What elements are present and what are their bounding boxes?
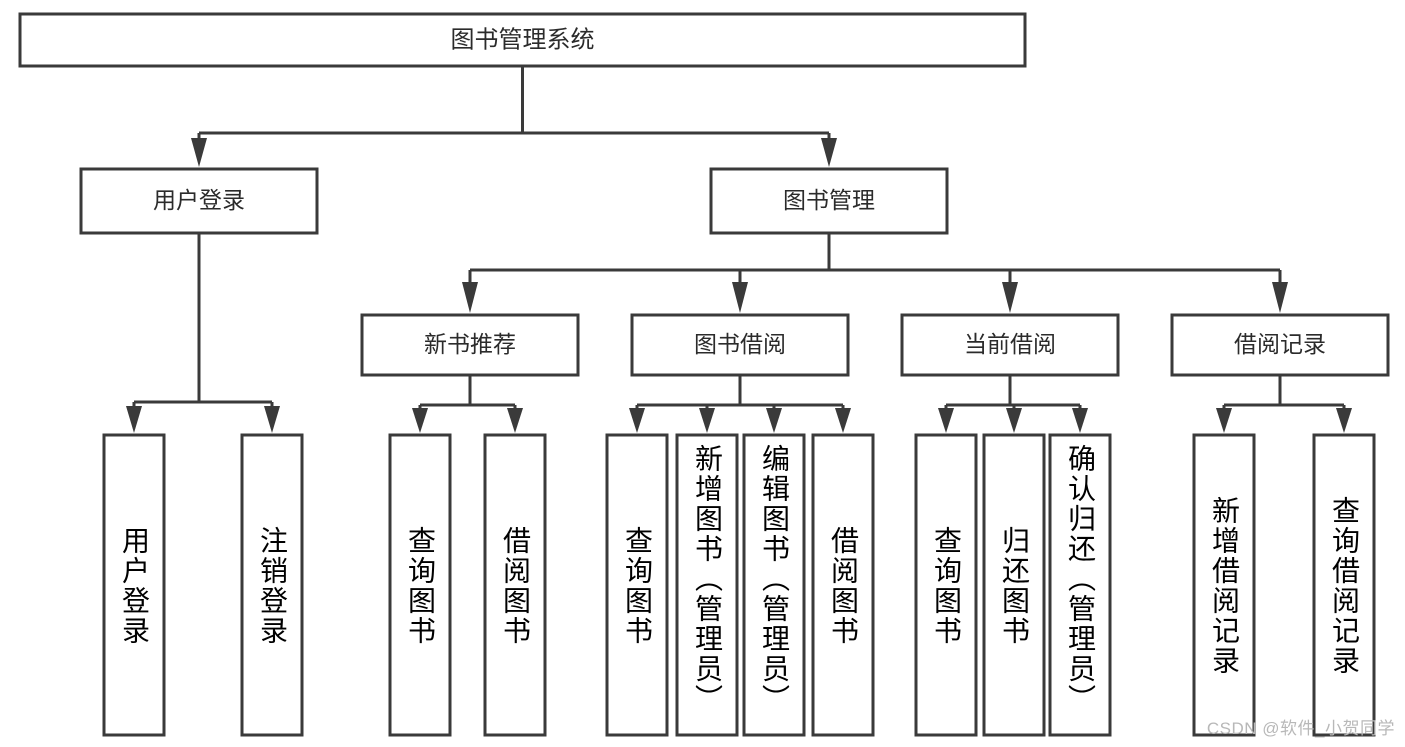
- leaf-add-book-label: 新增图书（管理员）: [692, 444, 723, 714]
- leaf-node-query-book-rec[interactable]: 查询图书: [388, 433, 452, 737]
- leaf-user-logout-box[interactable]: [240, 433, 304, 737]
- leaf-node-confirm-return[interactable]: 确认归还（管理员）: [1048, 433, 1112, 737]
- node-root-box[interactable]: [18, 12, 1027, 68]
- connector-group-book-manage: [462, 233, 1288, 313]
- leaf-return-book-box[interactable]: [982, 433, 1046, 737]
- leaf-query-book-cur-box[interactable]: [914, 433, 978, 737]
- node-user-login[interactable]: 用户登录: [79, 167, 319, 235]
- arrow-head-current-borrow: [1002, 282, 1018, 313]
- leaf-node-user-login[interactable]: 用户登录: [102, 433, 166, 737]
- arrow-head-leaf-user-logout: [264, 406, 280, 433]
- leaf-add-book-box[interactable]: [675, 433, 739, 737]
- node-borrow-record-label: 借阅记录: [1234, 331, 1326, 357]
- leaf-user-logout-label: 注销登录: [257, 526, 288, 646]
- connector-group-new-book-rec: [412, 375, 523, 433]
- node-current-borrow-label: 当前借阅: [964, 331, 1056, 357]
- node-user-login-box[interactable]: [79, 167, 319, 235]
- connector-group-current-borrow: [938, 375, 1088, 433]
- leaf-query-record-box[interactable]: [1312, 433, 1376, 737]
- node-root-label: 图书管理系统: [451, 26, 595, 53]
- leaf-add-record-box[interactable]: [1192, 433, 1256, 737]
- leaf-node-add-record[interactable]: 新增借阅记录: [1192, 433, 1256, 737]
- leaf-query-book-borrow-box[interactable]: [605, 433, 669, 737]
- node-root[interactable]: 图书管理系统: [18, 12, 1027, 68]
- leaf-edit-book-box[interactable]: [742, 433, 806, 737]
- arrow-head-leaf-confirm-return: [1072, 408, 1088, 433]
- connector-group-root: [191, 66, 837, 167]
- leaf-node-return-book[interactable]: 归还图书: [982, 433, 1046, 737]
- node-book-manage-box[interactable]: [709, 167, 949, 235]
- leaf-query-book-borrow-label: 查询图书: [622, 526, 653, 646]
- arrow-head-leaf-query-record: [1336, 408, 1352, 433]
- node-current-borrow-box[interactable]: [900, 313, 1120, 377]
- leaf-add-record-label: 新增借阅记录: [1209, 496, 1240, 676]
- arrow-head-leaf-add-record: [1216, 408, 1232, 433]
- leaf-query-book-rec-box[interactable]: [388, 433, 452, 737]
- arrow-head-leaf-add-book: [699, 408, 715, 433]
- node-book-manage[interactable]: 图书管理: [709, 167, 949, 235]
- leaf-user-login-box[interactable]: [102, 433, 166, 737]
- leaf-edit-book-label: 编辑图书（管理员）: [759, 444, 790, 714]
- leaf-node-query-book-borrow[interactable]: 查询图书: [605, 433, 669, 737]
- arrow-head-leaf-return-book: [1006, 408, 1022, 433]
- arrow-head-leaf-user-login: [126, 406, 142, 433]
- leaf-node-edit-book[interactable]: 编辑图书（管理员）: [742, 433, 806, 737]
- node-new-book-rec-label: 新书推荐: [424, 331, 516, 357]
- node-book-manage-label: 图书管理: [783, 187, 875, 213]
- leaf-query-record-label: 查询借阅记录: [1329, 496, 1360, 676]
- leaf-query-book-rec-label: 查询图书: [405, 526, 436, 646]
- node-book-borrow[interactable]: 图书借阅: [630, 313, 850, 377]
- node-new-book-rec[interactable]: 新书推荐: [360, 313, 580, 377]
- leaf-node-add-book[interactable]: 新增图书（管理员）: [675, 433, 739, 737]
- leaf-confirm-return-box[interactable]: [1048, 433, 1112, 737]
- leaf-confirm-return-label: 确认归还（管理员）: [1065, 444, 1096, 714]
- connector-group-book-borrow: [629, 375, 851, 433]
- node-book-borrow-box[interactable]: [630, 313, 850, 377]
- leaf-borrow-book-box[interactable]: [811, 433, 875, 737]
- arrow-head-book-manage: [821, 138, 837, 167]
- leaf-node-query-record[interactable]: 查询借阅记录: [1312, 433, 1376, 737]
- leaf-return-book-label: 归还图书: [999, 526, 1030, 646]
- arrow-head-new-book-rec: [462, 282, 478, 313]
- leaf-borrow-book-rec-label: 借阅图书: [500, 526, 531, 646]
- arrow-head-user-login: [191, 138, 207, 167]
- leaf-borrow-book-label: 借阅图书: [828, 526, 859, 646]
- leaf-node-borrow-book-rec[interactable]: 借阅图书: [483, 433, 547, 737]
- leaf-borrow-book-rec-box[interactable]: [483, 433, 547, 737]
- arrow-head-leaf-query-book-cur: [938, 408, 954, 433]
- leaf-node-user-logout[interactable]: 注销登录: [240, 433, 304, 737]
- node-borrow-record[interactable]: 借阅记录: [1170, 313, 1390, 377]
- leaf-node-borrow-book[interactable]: 借阅图书: [811, 433, 875, 737]
- leaf-user-login-label: 用户登录: [119, 526, 150, 646]
- arrow-head-borrow-record: [1272, 282, 1288, 313]
- node-new-book-rec-box[interactable]: [360, 313, 580, 377]
- arrow-head-leaf-edit-book: [766, 408, 782, 433]
- arrow-head-leaf-query-book-rec: [412, 408, 428, 433]
- connector-group-user-login: [126, 233, 280, 433]
- arrow-head-leaf-query-book-borrow: [629, 408, 645, 433]
- node-current-borrow[interactable]: 当前借阅: [900, 313, 1120, 377]
- leaf-query-book-cur-label: 查询图书: [931, 526, 962, 646]
- connector-group-borrow-record: [1216, 375, 1352, 433]
- arrow-head-leaf-borrow-book: [835, 408, 851, 433]
- node-book-borrow-label: 图书借阅: [694, 331, 786, 357]
- node-borrow-record-box[interactable]: [1170, 313, 1390, 377]
- leaf-node-query-book-cur[interactable]: 查询图书: [914, 433, 978, 737]
- arrow-head-book-borrow: [732, 282, 748, 313]
- arrow-head-leaf-borrow-book-rec: [507, 408, 523, 433]
- node-user-login-label: 用户登录: [153, 187, 245, 213]
